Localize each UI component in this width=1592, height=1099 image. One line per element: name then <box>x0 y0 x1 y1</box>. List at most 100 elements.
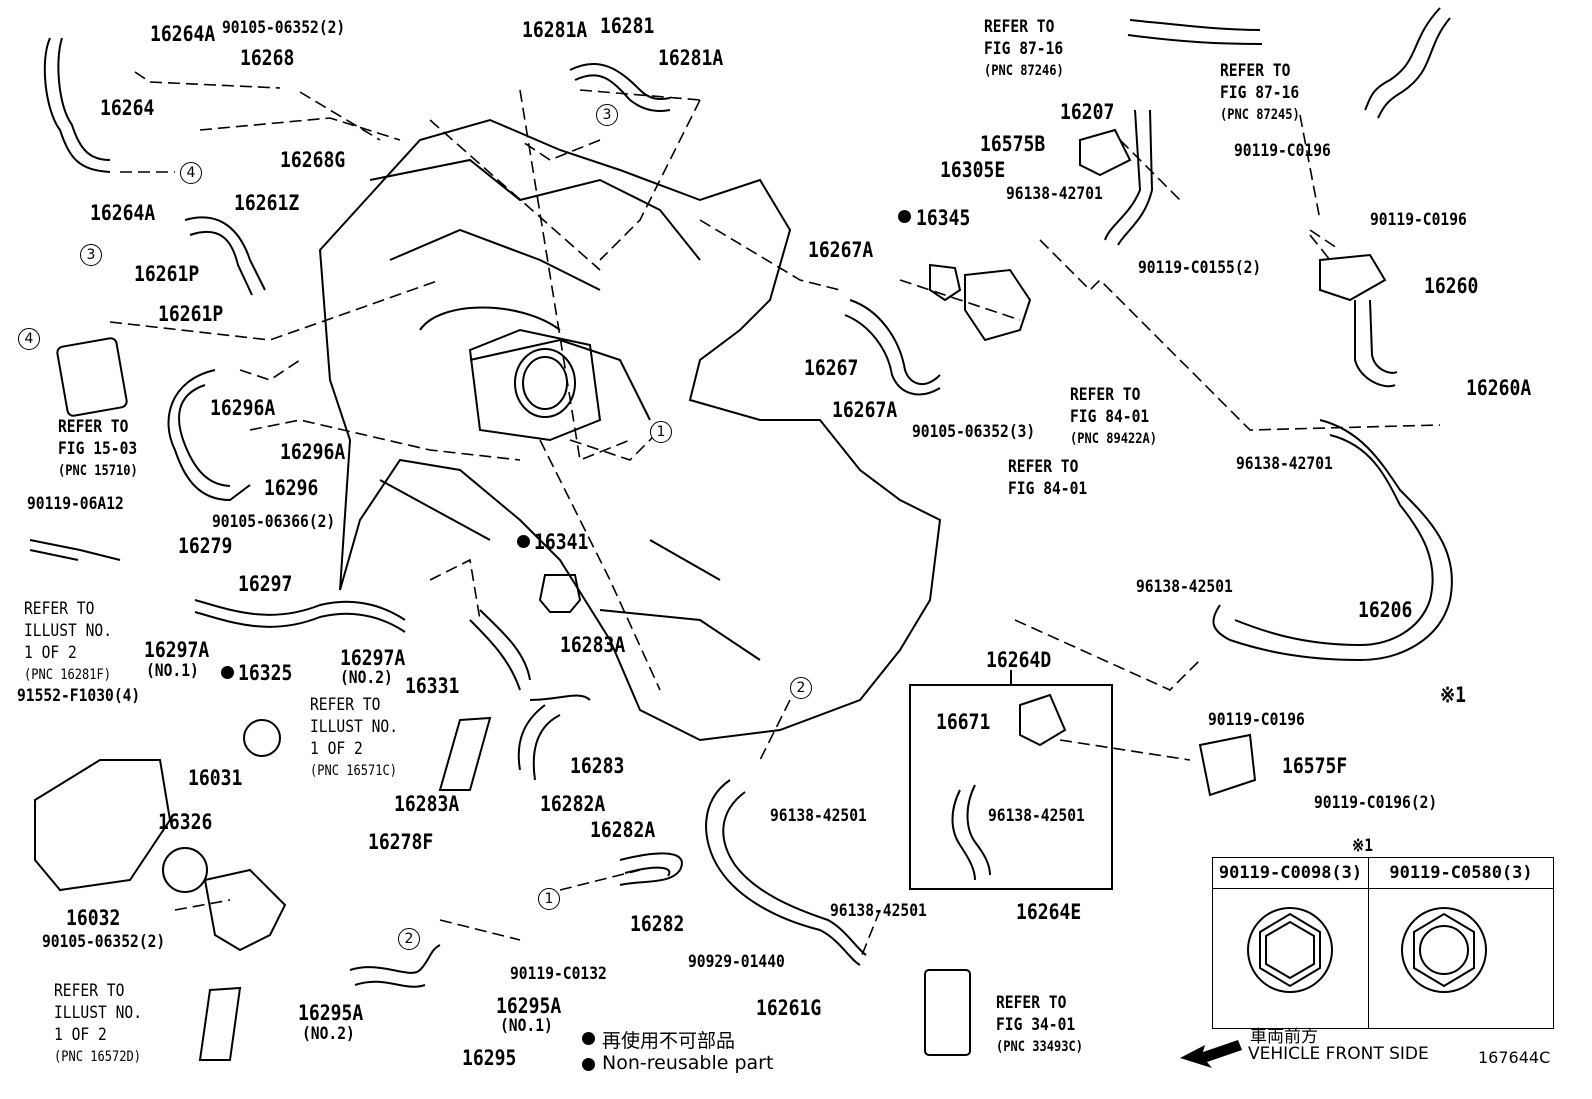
part-label: 16325 <box>238 661 293 685</box>
part-label: 16282A <box>540 792 606 816</box>
part-label: 16031 <box>188 766 243 790</box>
part-label: 16267A <box>808 238 874 262</box>
part-label: 16282 <box>630 912 685 936</box>
callout-1: 1 <box>538 888 560 910</box>
bolt-table: 90119-C0098(3) 90119-C0580(3) <box>1212 857 1554 1029</box>
part-label: 90929-01440 <box>688 952 785 972</box>
part-label: 16295A <box>298 1001 364 1025</box>
hose-16572d <box>198 986 242 1061</box>
part-label: 16264E <box>1016 900 1082 924</box>
hose-87245 <box>1364 7 1451 119</box>
hose-16260 <box>1354 299 1398 388</box>
part-label: 16267A <box>832 398 898 422</box>
bracket-16575b <box>1079 128 1132 177</box>
part-label: 16264D <box>986 648 1052 672</box>
callout-4: 4 <box>180 162 202 184</box>
part-label: 16207 <box>1060 100 1115 124</box>
part-label: 16278F <box>368 830 434 854</box>
table-title: ※1 <box>1352 836 1374 856</box>
part-label: 16326 <box>158 810 213 834</box>
gasket-16341 <box>538 574 582 613</box>
part-label: 16261Z <box>234 191 300 215</box>
part-label: 90119-C0196 <box>1370 210 1467 230</box>
diagram-id: 167644C <box>1478 1048 1551 1067</box>
part-label: 16281A <box>658 46 724 70</box>
part-label: 16296A <box>210 396 276 420</box>
part-label: 16305E <box>940 158 1006 182</box>
part-label: 91552-F1030(4) <box>17 686 141 706</box>
oil-cooler-15710 <box>56 337 128 417</box>
part-label: 16264A <box>150 22 216 46</box>
valve-16671 <box>1019 693 1067 747</box>
part-label: 16295A <box>496 994 562 1018</box>
part-label: ※1 <box>1440 683 1467 707</box>
water-pump-16032 <box>34 759 172 892</box>
part-label: 16575F <box>1282 754 1348 778</box>
part-label: 96138-42501 <box>830 901 927 921</box>
part-label: 90105-06352(3) <box>912 422 1036 442</box>
engine-detail <box>369 158 761 661</box>
part-label: (NO.1) <box>146 661 199 681</box>
hose-16571c <box>438 716 492 791</box>
part-label: 16282A <box>590 818 656 842</box>
part-label: 90119-C0196(2) <box>1314 793 1438 813</box>
hose-16267 <box>844 299 941 396</box>
water-inlet-16031 <box>203 868 287 952</box>
part-label: 90105-06352(2) <box>222 18 346 38</box>
part-label: 16268G <box>280 148 346 172</box>
part-label: 90119-C0196 <box>1208 710 1305 730</box>
hose-87246 <box>1127 19 1263 45</box>
hose-16282 <box>619 852 683 886</box>
part-label: 90119-C0196 <box>1234 141 1331 161</box>
direction-jp: 車両前方 <box>1250 1027 1318 1047</box>
part-label: 90105-06352(2) <box>42 932 166 952</box>
engine-block-outline <box>318 118 942 742</box>
part-label: 16296 <box>264 476 319 500</box>
part-label: 90105-06366(2) <box>212 512 336 532</box>
hose-16281 <box>569 62 671 112</box>
part-label: 16297A <box>144 638 210 662</box>
part-label: 96138-42501 <box>770 806 867 826</box>
legend-dot <box>582 1058 595 1071</box>
hose-16261g <box>705 779 867 966</box>
hose-16264 <box>43 37 111 173</box>
part-label: 16261P <box>158 302 224 326</box>
non-reusable-marker <box>898 210 911 223</box>
part-label: 16261P <box>134 262 200 286</box>
hose-16331 <box>469 609 531 691</box>
arrow-icon <box>1180 1040 1242 1068</box>
part-label: 16341 <box>534 530 589 554</box>
part-label: (NO.2) <box>340 668 393 688</box>
table-header: 90119-C0580(3) <box>1369 858 1553 889</box>
callout-4: 4 <box>18 328 40 350</box>
part-label: (NO.1) <box>500 1016 553 1036</box>
hex-bolt-c0580 <box>1401 907 1487 993</box>
hose-16261z <box>184 216 266 296</box>
part-label: 16260 <box>1424 274 1479 298</box>
direction-en: VEHICLE FRONT SIDE <box>1248 1044 1429 1064</box>
part-label: 96138-42501 <box>1136 577 1233 597</box>
part-label: 16032 <box>66 906 121 930</box>
part-label: 16279 <box>178 534 233 558</box>
part-label: 16260A <box>1466 376 1532 400</box>
legend-text-jp: 再使用不可部品 <box>602 1030 736 1052</box>
part-label: 90119-C0132 <box>510 964 607 984</box>
hose-16207 <box>1104 109 1154 246</box>
part-label: 16261G <box>756 996 822 1020</box>
hose-16264d <box>951 784 991 881</box>
part-label: 96138-42701 <box>1236 454 1333 474</box>
non-reusable-marker <box>517 535 530 548</box>
part-label: 16283A <box>394 792 460 816</box>
part-label: 90119-06A12 <box>27 494 124 514</box>
o-ring-16326 <box>162 847 208 893</box>
part-label: 16283A <box>560 633 626 657</box>
gasket-16325 <box>243 719 281 757</box>
outlet-16305e <box>964 268 1032 342</box>
